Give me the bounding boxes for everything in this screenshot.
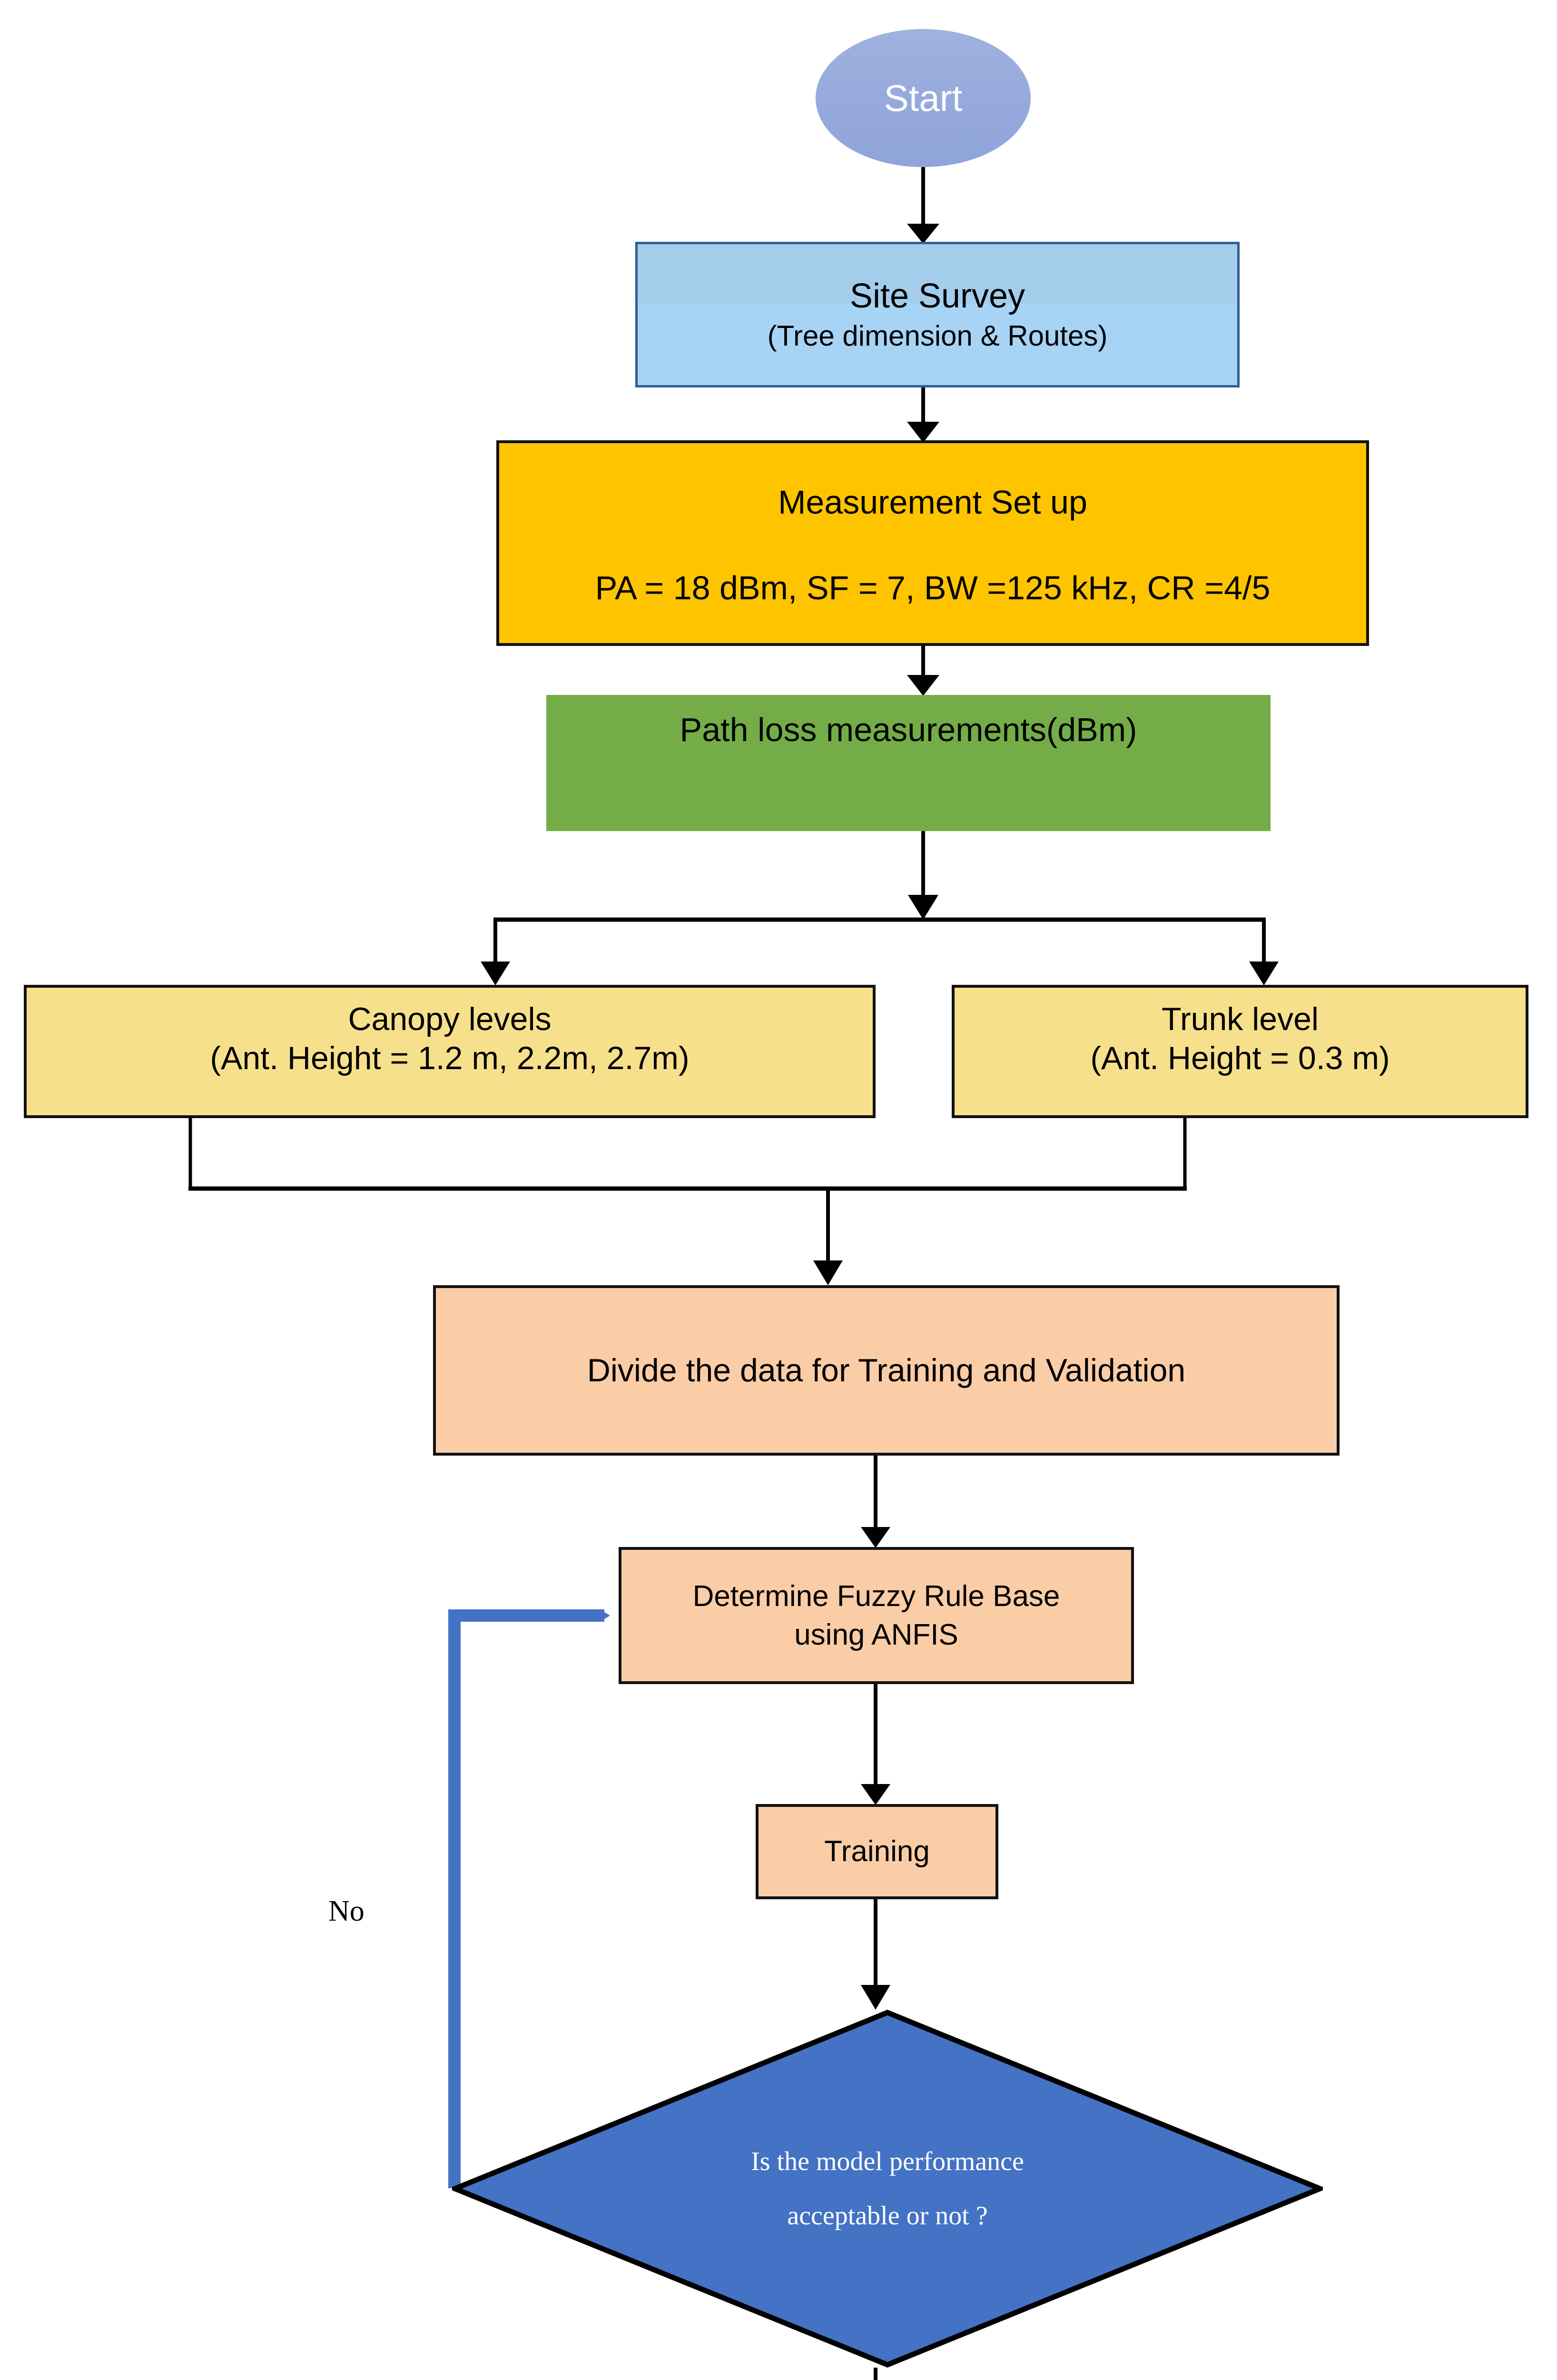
site-survey-line2: (Tree dimension & Routes)	[767, 320, 1108, 352]
edge-divide-to-anfis	[861, 1456, 890, 1548]
path-loss-measurements-box[interactable]: Path loss measurements(dBm)	[546, 695, 1271, 831]
edge-site-survey-to-measurement	[907, 387, 939, 443]
path-loss-line1: Path loss measurements(dBm)	[680, 711, 1137, 748]
anfis-line1: Determine Fuzzy Rule Base	[692, 1579, 1060, 1613]
edge-start-to-site-survey	[907, 167, 939, 244]
decision-diamond[interactable]: Is the model performance acceptable or n…	[452, 2010, 1323, 2368]
divide-line1: Divide the data for Training and Validat…	[587, 1352, 1186, 1388]
canopy-line2: (Ant. Height = 1.2 m, 2.2m, 2.7m)	[210, 1040, 690, 1077]
start-label: Start	[884, 77, 963, 119]
trunk-level-box[interactable]: Trunk level (Ant. Height = 0.3 m)	[952, 985, 1528, 1118]
divide-data-box[interactable]: Divide the data for Training and Validat…	[433, 1285, 1340, 1456]
edge-pathloss-split	[481, 831, 1279, 985]
canopy-levels-box[interactable]: Canopy levels (Ant. Height = 1.2 m, 2.2m…	[24, 985, 876, 1118]
anfis-line2: using ANFIS	[794, 1618, 958, 1651]
measurement-line2: PA = 18 dBm, SF = 7, BW =125 kHz, CR =4/…	[595, 569, 1271, 606]
edge-measurement-to-pathloss	[907, 646, 939, 696]
trunk-line2: (Ant. Height = 0.3 m)	[1090, 1040, 1390, 1077]
training-line1: Training	[824, 1835, 930, 1868]
determine-fuzzy-rule-base-box[interactable]: Determine Fuzzy Rule Base using ANFIS	[619, 1547, 1134, 1684]
measurement-line1: Measurement Set up	[778, 483, 1087, 521]
site-survey-line1: Site Survey	[849, 277, 1025, 316]
training-box[interactable]: Training	[756, 1804, 998, 1899]
start-terminator[interactable]: Start	[816, 29, 1031, 167]
edge-decision-to-end	[874, 2368, 877, 2380]
edge-training-to-decision	[861, 1899, 890, 2010]
edge-levels-merge	[188, 1118, 1187, 1285]
trunk-line1: Trunk level	[1161, 1001, 1319, 1037]
measurement-setup-box[interactable]: Measurement Set up PA = 18 dBm, SF = 7, …	[496, 440, 1369, 646]
canopy-line1: Canopy levels	[348, 1001, 552, 1037]
site-survey-box[interactable]: Site Survey (Tree dimension & Routes)	[635, 242, 1240, 387]
edge-anfis-to-training	[861, 1684, 890, 1805]
edge-label-no: No	[328, 1895, 365, 1927]
